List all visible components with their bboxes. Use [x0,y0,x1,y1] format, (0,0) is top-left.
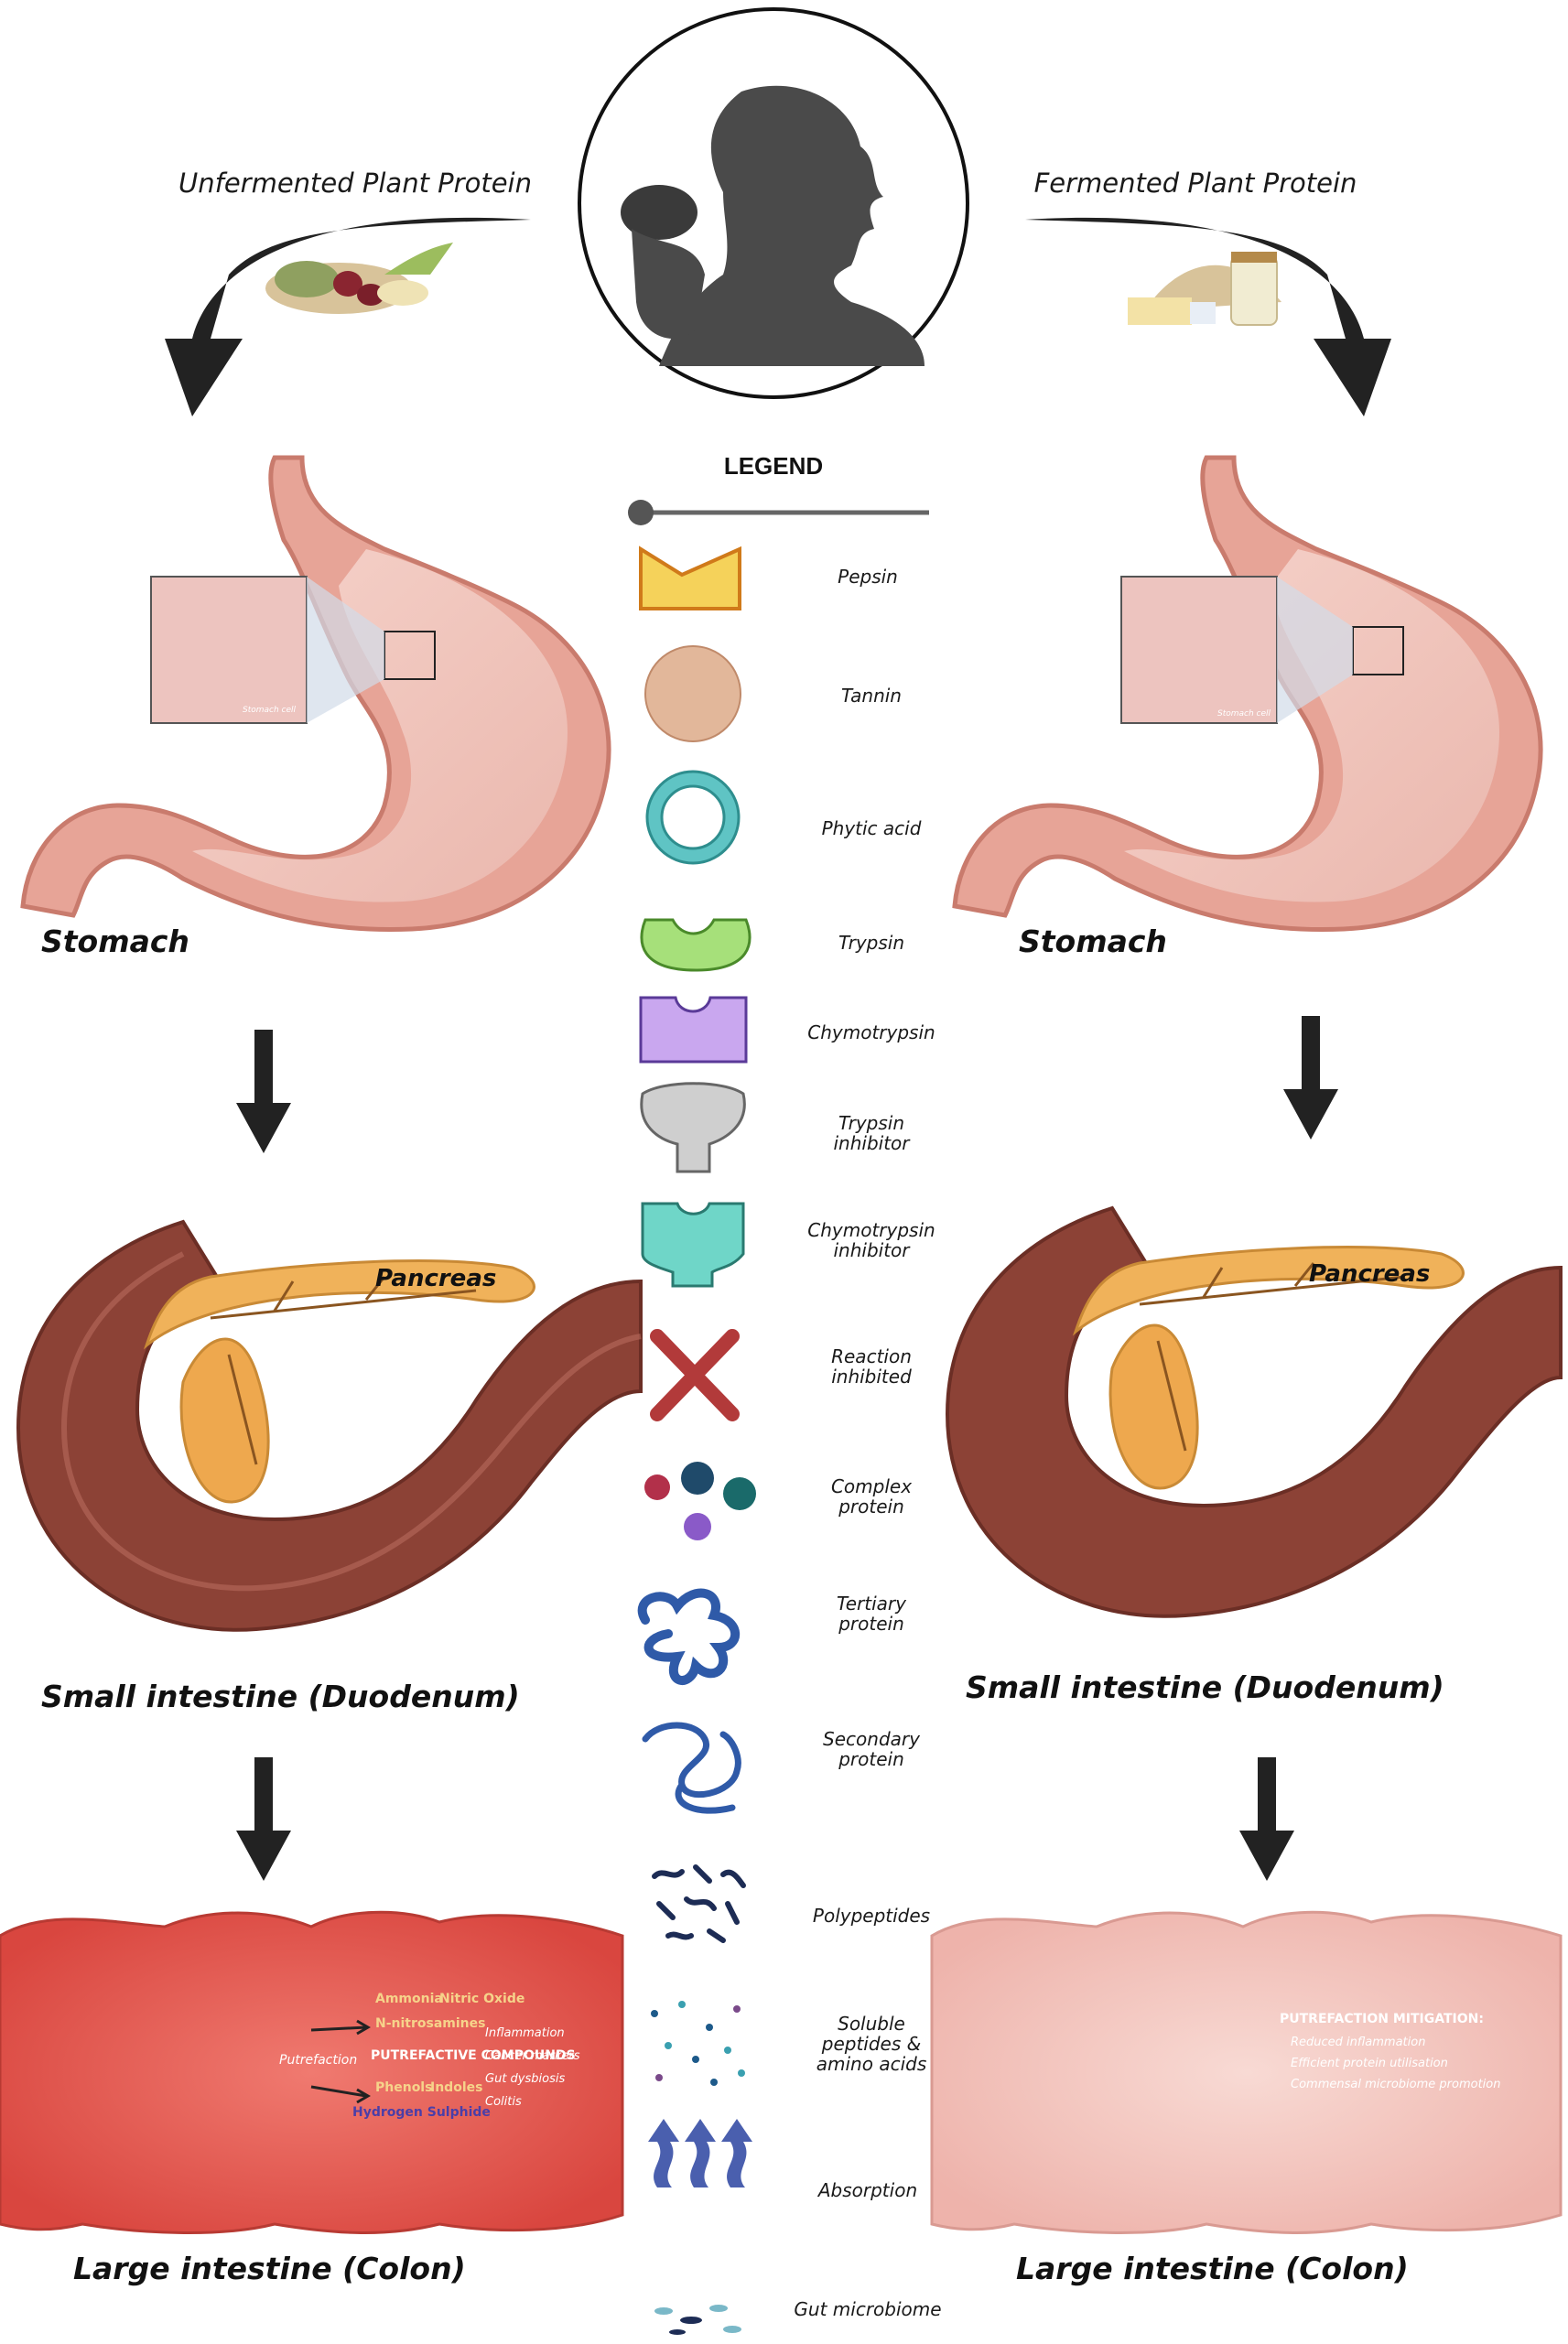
compound-phenols: Phenols [375,2080,432,2095]
putrefaction-arrow-bottom [310,2085,371,2104]
soluble-peptides-icon [651,2001,745,2086]
legend-label-absorption: Absorption [816,2179,917,2201]
gut-microbiome-icon [654,2305,741,2335]
right-small-intestine-label: Small intestine (Duodenum) [966,1669,1444,1705]
right-down-arrow-1 [1283,1016,1338,1140]
stomach-right-illustration: Stomach cell [952,455,1543,933]
legend-label-trypsin: Trypsin [838,932,904,954]
polypeptides-icon [652,1864,746,1943]
legend-divider [628,500,929,525]
right-source-label: Fermented Plant Protein [1034,167,1357,199]
putrefactive-compounds-title: PUTREFACTIVE COMPOUNDS [371,2048,576,2063]
duodenum-left-illustration [16,1219,643,1632]
putrefaction-arrow-top [310,2019,371,2036]
legend-label-pepsin: Pepsin [838,566,898,588]
left-source-label: Unfermented Plant Protein [178,167,532,199]
tertiary-protein-icon [637,1588,741,1685]
absorption-icon [648,2119,752,2187]
tannin-icon [644,645,741,742]
left-stomach-label: Stomach [41,924,189,959]
trypsin-inhibitor-icon [640,1082,746,1173]
compound-indoles: Indoles [430,2080,482,2095]
right-stomach-cell-label: Stomach cell [1217,709,1271,718]
effect-reduced-inflammation: Reduced inflammation [1291,2036,1425,2049]
legend-label-chymotrypsin: Chymotrypsin [807,1021,935,1043]
legend-labels: Pepsin Tannin Phytic acid Trypsin Chymot… [794,566,941,2320]
left-effects-list: Inflammation Cancer markers Gut dysbiosi… [485,2026,580,2109]
right-pancreas-label: Pancreas [1309,1260,1430,1288]
compound-ammonia: Ammonia [375,1992,443,2006]
right-effects-list: Reduced inflammation Efficient protein u… [1291,2036,1500,2091]
colon-left-illustration [0,1910,624,2234]
legend-title: LEGEND [724,452,823,480]
fermented-food-illustration [1128,252,1281,326]
legend-label-polypeptides: Polypeptides [813,1905,930,1927]
person-eating-illustration [578,7,969,399]
unfermented-food-illustration [265,243,453,314]
stomach-left-illustration: Stomach cell [20,455,611,933]
chymotrypsin-icon [639,996,748,1064]
pepsin-icon [639,545,741,610]
colon-right-illustration [930,1910,1563,2234]
right-down-arrow-2 [1239,1757,1294,1881]
effect-gut-dysbiosis: Gut dysbiosis [485,2072,565,2086]
effect-cancer-markers: Cancer markers [485,2049,580,2063]
compound-hydrogen-sulphide: Hydrogen Sulphide [352,2105,491,2120]
effect-efficient-protein-utilisation: Efficient protein utilisation [1291,2057,1448,2070]
duodenum-right-illustration [945,1205,1563,1618]
left-pancreas-label: Pancreas [375,1265,496,1292]
left-large-intestine-label: Large intestine (Colon) [73,2251,466,2286]
left-stomach-cell-label: Stomach cell [243,706,297,715]
right-stomach-label: Stomach [1019,924,1167,959]
effect-commensal-microbiome: Commensal microbiome promotion [1291,2078,1500,2091]
left-down-arrow-2 [236,1757,291,1881]
left-down-arrow-1 [236,1030,291,1153]
right-large-intestine-label: Large intestine (Colon) [1016,2251,1409,2286]
putrefaction-label: Putrefaction [279,2053,357,2068]
effect-inflammation: Inflammation [485,2026,565,2040]
chymotrypsin-inhibitor-icon [641,1202,745,1288]
legend-label-tannin: Tannin [841,685,902,707]
effect-colitis: Colitis [485,2095,522,2109]
reaction-inhibited-icon [650,1329,740,1421]
compound-n-nitrosamines: N-nitrosamines [375,2016,485,2031]
right-curved-arrow [1025,217,1391,416]
putrefaction-mitigation-title: PUTREFACTION MITIGATION: [1280,2012,1484,2026]
phytic-acid-icon [645,770,741,865]
left-curved-arrow [165,217,531,416]
complex-protein-icon [644,1462,756,1540]
left-small-intestine-label: Small intestine (Duodenum) [41,1679,520,1714]
putrefactive-compound-list: Ammonia Nitric Oxide N-nitrosamines Phen… [352,1992,524,2120]
trypsin-icon [640,918,752,972]
legend-label-gut-microbiome: Gut microbiome [794,2298,941,2320]
secondary-protein-icon [642,1722,741,1814]
legend-label-phytic-acid: Phytic acid [822,817,922,839]
compound-nitric-oxide: Nitric Oxide [439,1992,524,2006]
